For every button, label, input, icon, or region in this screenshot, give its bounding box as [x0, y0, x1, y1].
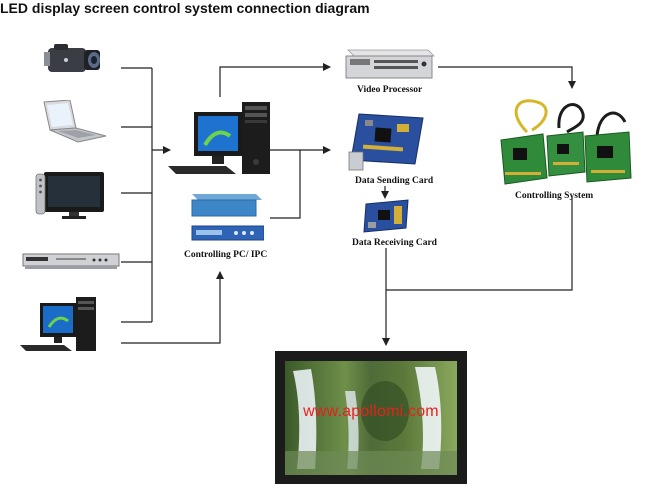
laptop-icon — [43, 100, 107, 143]
led-caption: www.apollomi.com — [303, 403, 439, 420]
wire-desktop-to-ipc — [121, 271, 224, 344]
controlling-pc-label: Controlling PC/ IPC — [184, 250, 268, 260]
wire-ipc-to-bus — [270, 150, 301, 219]
ipc-icon — [191, 194, 264, 241]
video-processor-label: Video Processor — [357, 85, 423, 95]
wire-system-to-led — [386, 197, 573, 291]
led-display-icon — [275, 351, 467, 484]
wire-video-processor-to-system — [438, 66, 576, 89]
desktop-pc-icon — [20, 297, 96, 351]
diagram-title: LED display screen control system connec… — [0, 0, 370, 16]
wire-pc-to-video-processor — [219, 63, 331, 97]
video-processor-icon — [345, 49, 435, 79]
sending-card-icon — [348, 113, 424, 171]
receiving-card-icon — [363, 199, 409, 233]
controlling-system-label: Controlling System — [515, 191, 594, 201]
data-receiving-card-label: Data Receiving Card — [352, 238, 437, 248]
camcorder-icon — [44, 44, 100, 72]
dvd-player-icon — [22, 253, 120, 269]
controlling-pc-icon — [168, 102, 270, 174]
controlling-system-icon — [500, 99, 632, 185]
tv-icon — [35, 172, 104, 219]
data-sending-card-label: Data Sending Card — [355, 176, 434, 186]
